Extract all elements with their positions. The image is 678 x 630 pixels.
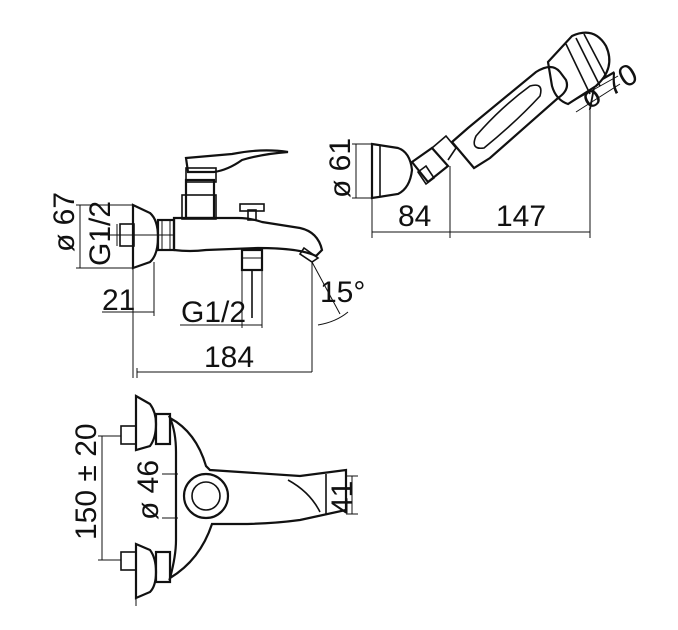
shower-dimension-lines [352, 75, 621, 238]
label-184: 184 [204, 341, 254, 374]
label-dia-61: ø 61 [324, 138, 357, 198]
front-cartridge-ring [182, 472, 230, 520]
label-dia-46: ø 46 [132, 460, 165, 520]
front-cartridge-cap [191, 481, 221, 511]
label-angle-15: 15° [320, 276, 365, 309]
front-inlet-bottom [120, 551, 137, 571]
cartridge-cap [184, 178, 216, 220]
cartridge-base [181, 194, 217, 220]
wall-bracket [370, 142, 414, 200]
front-nut-top [154, 412, 172, 446]
shower-set [370, 31, 611, 200]
front-flange-bottom [134, 542, 158, 600]
label-150-20: 150 ± 20 [70, 423, 103, 540]
mixer-dimension-lines [76, 204, 349, 378]
label-147: 147 [496, 200, 546, 233]
diverter-knob [239, 203, 265, 212]
lever-handle [184, 149, 289, 174]
label-41: 41 [326, 481, 359, 514]
front-nut-bottom [154, 550, 172, 584]
label-g12-inlet: G1/2 [84, 201, 117, 266]
wall-flange [131, 203, 160, 270]
front-inlet-top [120, 425, 137, 445]
front-body [167, 415, 348, 581]
shower-head [546, 31, 611, 106]
label-dia-67: ø 67 [48, 192, 81, 252]
hand-shower-handle [450, 65, 569, 170]
mixer-front-view [120, 394, 348, 600]
handle-grip-inlay [473, 84, 542, 150]
lever-hub [185, 167, 217, 183]
mixer-side-view [100, 149, 324, 318]
front-dimension-lines [98, 435, 358, 606]
front-flange-top [134, 394, 158, 452]
label-21: 21 [102, 284, 135, 317]
label-g12-outlet: G1/2 [181, 296, 246, 329]
shower-outlet-nut [240, 248, 264, 272]
diverter-stem [247, 209, 257, 221]
label-84: 84 [398, 200, 431, 233]
hose-connector [410, 146, 450, 184]
